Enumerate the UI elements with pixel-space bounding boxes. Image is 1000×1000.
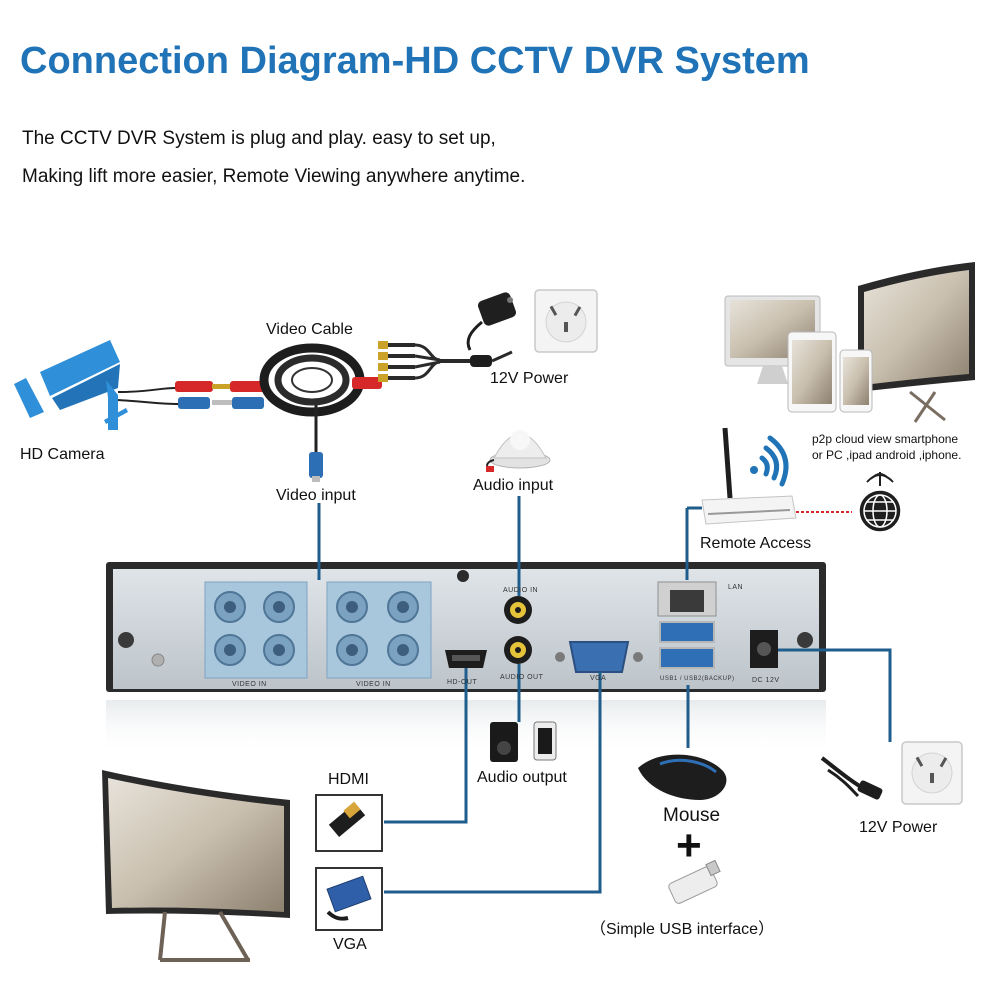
page-title: Connection Diagram-HD CCTV DVR System <box>20 40 810 82</box>
tablet-icon <box>787 331 837 413</box>
panel-label-hd-out: HD-OUT <box>447 679 478 686</box>
label-mouse: Mouse <box>663 805 721 826</box>
lan-port <box>657 581 717 617</box>
panel-label-lan: LAN <box>728 584 744 591</box>
hd-camera-icon <box>14 340 128 430</box>
label-audio-output: Audio output <box>477 769 567 786</box>
usb-drive-icon <box>668 859 721 904</box>
speakers-icon <box>490 721 557 762</box>
intro-line-1: The CCTV DVR System is plug and play. ea… <box>22 128 496 149</box>
label-p2p: p2p cloud view smartphone or PC ,ipad an… <box>812 431 998 463</box>
power-adapter-icon <box>466 292 517 351</box>
panel-label-vga: VGA <box>590 675 607 682</box>
globe-icon <box>859 472 901 532</box>
wall-outlet-right-icon <box>901 741 963 805</box>
mouse-icon <box>638 754 727 800</box>
dc-power-port <box>750 630 778 668</box>
label-12v-power-right: 12V Power <box>859 819 938 836</box>
router-icon <box>701 427 797 525</box>
label-video-input: Video input <box>276 487 356 504</box>
label-12v-power-top: 12V Power <box>490 370 569 387</box>
label-vga: VGA <box>333 936 367 953</box>
microphone-icon <box>486 430 551 472</box>
panel-label-video-in-left: VIDEO IN <box>232 681 267 688</box>
smartphone-icon <box>839 349 873 413</box>
label-usb-interface: （Simple USB interface） <box>590 921 775 938</box>
usb-ports <box>659 621 715 669</box>
panel-label-usb: USB1 / USB2(BACKUP) <box>660 676 735 682</box>
connection-lines <box>317 496 892 894</box>
panel-label-audio-in: AUDIO IN <box>503 587 539 594</box>
label-hdmi: HDMI <box>328 771 369 788</box>
video-in-block-right <box>326 581 432 679</box>
panel-label-dc: DC 12V <box>752 677 780 684</box>
hdmi-cable-icon <box>315 794 383 852</box>
panel-label-video-in-right: VIDEO IN <box>356 681 391 688</box>
audio-in-port <box>504 596 532 624</box>
label-video-cable: Video Cable <box>266 321 353 338</box>
vga-port <box>555 641 643 673</box>
wifi-icon <box>750 435 789 487</box>
label-plus: + <box>676 821 702 870</box>
video-in-block-left <box>204 581 308 679</box>
label-p2p-line1: p2p cloud view smartphone <box>812 432 959 446</box>
monitor-top-right-icon <box>858 262 975 423</box>
wall-outlet-top-icon <box>534 289 598 353</box>
label-p2p-line2: or PC ,ipad android ,iphone. <box>812 448 962 462</box>
power-cable-icon <box>820 756 883 800</box>
video-cable-icon <box>117 341 513 482</box>
label-audio-input: Audio input <box>473 477 554 494</box>
vga-cable-icon <box>315 867 383 931</box>
label-hd-camera: HD Camera <box>20 446 105 463</box>
panel-label-audio-out: AUDIO OUT <box>500 674 544 681</box>
hdmi-port <box>445 650 487 668</box>
intro-line-2: Making lift more easier, Remote Viewing … <box>22 166 526 187</box>
label-remote-access: Remote Access <box>700 535 812 552</box>
monitor-bottom-left-icon <box>102 770 290 962</box>
audio-out-port <box>504 636 532 664</box>
